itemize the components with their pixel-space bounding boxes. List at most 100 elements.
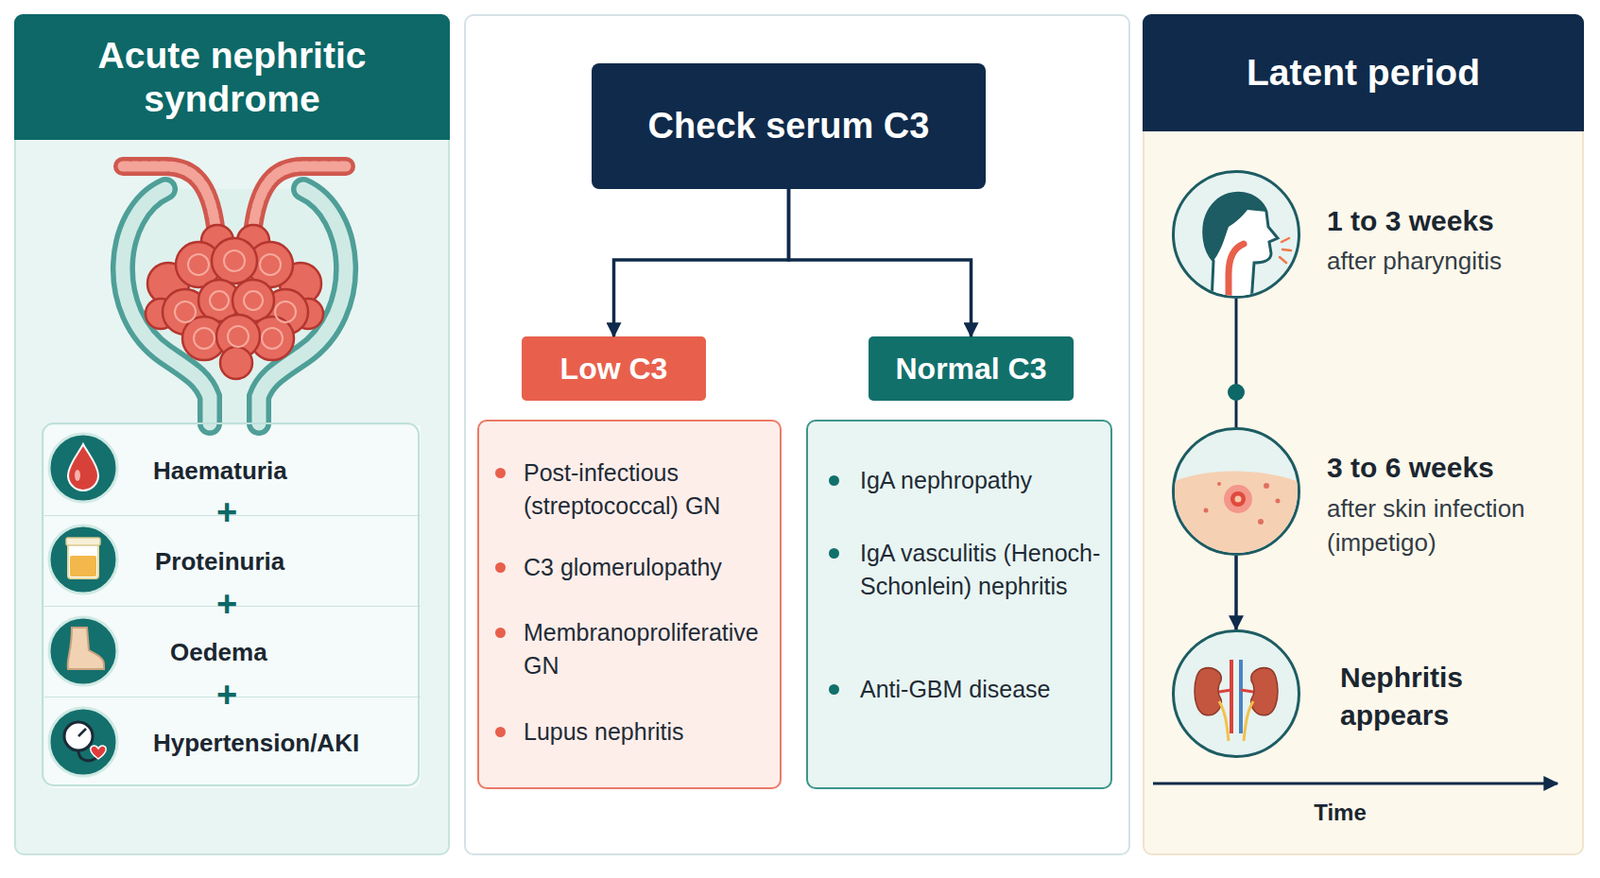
arteriole-inner	[122, 166, 346, 227]
process-box: Check serum C3	[591, 63, 986, 190]
result-box: Normal C3	[868, 336, 1074, 401]
capillary-lumen-ring	[223, 250, 245, 272]
timeline-circle: 1 to 3 weeksafter pharyngitis	[1171, 170, 1301, 299]
list-item: Post-infectious (streptococcal) GN	[523, 456, 777, 523]
capsule-space	[122, 189, 346, 424]
lesion-outer	[1223, 484, 1253, 514]
lesion-center	[1235, 496, 1242, 503]
hair	[1204, 192, 1267, 261]
list-item: IgA nephropathy	[860, 464, 1103, 498]
capillary-loop	[237, 224, 270, 258]
skin-spot	[1263, 482, 1270, 489]
panel: Latent period1 to 3 weeksafter pharyngit…	[1142, 14, 1584, 856]
oedema-icon	[49, 617, 118, 686]
capillary-loop	[262, 289, 309, 335]
timeline-dot	[1227, 383, 1245, 401]
capillary-loop	[145, 298, 176, 329]
cause-list: Post-infectious (streptococcal) GN C3 glo…	[477, 419, 782, 790]
feature-row: Proteinuria	[44, 516, 421, 607]
feature-row: Haematuria	[44, 425, 421, 517]
capillary-lumen-ring	[188, 254, 209, 276]
panel-heading: Acute nephritic syndrome	[14, 14, 450, 140]
flow-arrow	[1234, 555, 1239, 630]
panel: Acute nephritic syndromeHaematuriaProtei…	[14, 14, 450, 856]
kidney-icon	[1194, 659, 1278, 741]
impetigo-icon	[1168, 471, 1305, 568]
aorta	[1229, 659, 1234, 734]
blood-drop	[68, 444, 99, 491]
haematuria-icon	[49, 433, 118, 502]
icon-circle	[49, 525, 118, 594]
gauge-needle	[78, 728, 87, 737]
inflamed-throat	[1228, 243, 1244, 303]
capillary-lumen-ring	[227, 326, 249, 347]
panel-heading: Latent period	[1142, 14, 1584, 132]
head-profile	[1204, 192, 1278, 303]
capillary-loop	[292, 298, 324, 329]
capillary-loop	[162, 289, 208, 335]
capillary-lumen	[174, 250, 296, 349]
icon-circle	[49, 617, 118, 686]
icon-circle	[49, 433, 118, 502]
cause-list: IgA nephropathyIgA vasculitis (Henoch-Sc…	[806, 419, 1113, 790]
time-axis	[1152, 782, 1558, 786]
cup-lid	[66, 537, 101, 546]
feature-text: Hypertension/AKI	[153, 697, 418, 789]
capillary-loop	[211, 238, 258, 284]
capillary-loop	[232, 279, 275, 322]
skin-surface	[1168, 471, 1305, 568]
lesion-core	[1230, 491, 1246, 507]
interval-note: after pharyngitis	[1326, 243, 1568, 278]
proteinuria-icon	[49, 525, 118, 594]
list-item: Lupus nephritis	[523, 715, 777, 749]
interval-note: after skin infection (impetigo)	[1326, 491, 1568, 560]
capillary-tuft	[145, 224, 324, 379]
feature-text: Haematuria	[153, 425, 413, 517]
outcome-text: Nephritis appears	[1340, 658, 1501, 735]
feature-row: Hypertension/AKI	[44, 697, 421, 789]
cuff-tube	[78, 750, 99, 761]
capillary-lumen-ring	[174, 301, 196, 323]
urine-cup	[68, 542, 99, 579]
timeline-circle: Nephritis appears	[1171, 629, 1301, 758]
capillary-loop	[220, 346, 253, 379]
cough-marks	[1279, 238, 1291, 263]
feature-row: Oedema	[44, 606, 421, 698]
capillary-lumen-ring	[193, 327, 215, 349]
icon-circle	[49, 707, 118, 776]
feature-text: Proteinuria	[154, 516, 415, 607]
capillary-loop	[198, 279, 241, 322]
box-title: Low C3	[521, 336, 706, 401]
interval-text: 1 to 3 weeks	[1326, 204, 1573, 239]
feature-text: Oedema	[170, 606, 416, 698]
list-item: IgA vasculitis (Henoch-Schonlein) nephri…	[860, 536, 1103, 603]
capillary-lumen-ring	[209, 291, 229, 310]
box-title: Check serum C3	[591, 63, 986, 190]
right-kidney	[1251, 668, 1278, 716]
capillary-loop	[250, 316, 294, 361]
glomerulus-illustration	[122, 166, 346, 424]
left-kidney	[1194, 668, 1222, 716]
capillary-lumen-ring	[243, 291, 263, 310]
pressure-gauge	[64, 722, 93, 751]
skin-spot	[1257, 518, 1264, 525]
skin-spot	[1204, 508, 1209, 514]
renal-vessels	[1219, 689, 1254, 692]
arteriole	[122, 166, 346, 227]
result-box: Low C3	[521, 336, 706, 401]
flow-arrow	[789, 189, 972, 337]
skin-spot	[1217, 481, 1222, 486]
capillary-loop	[175, 241, 222, 288]
capillary-lumen-ring	[275, 301, 296, 323]
heart-symbol	[90, 745, 106, 759]
interval-text: 3 to 6 weeks	[1326, 450, 1573, 485]
box-title: Normal C3	[868, 336, 1074, 401]
timeline-connector	[1235, 298, 1239, 428]
skin-spot	[1275, 498, 1281, 504]
drop-highlight	[74, 469, 81, 482]
bowman-capsule-inner	[122, 189, 346, 424]
capillary-loop	[147, 262, 190, 305]
list-item: C3 glomerulopathy	[523, 550, 777, 585]
